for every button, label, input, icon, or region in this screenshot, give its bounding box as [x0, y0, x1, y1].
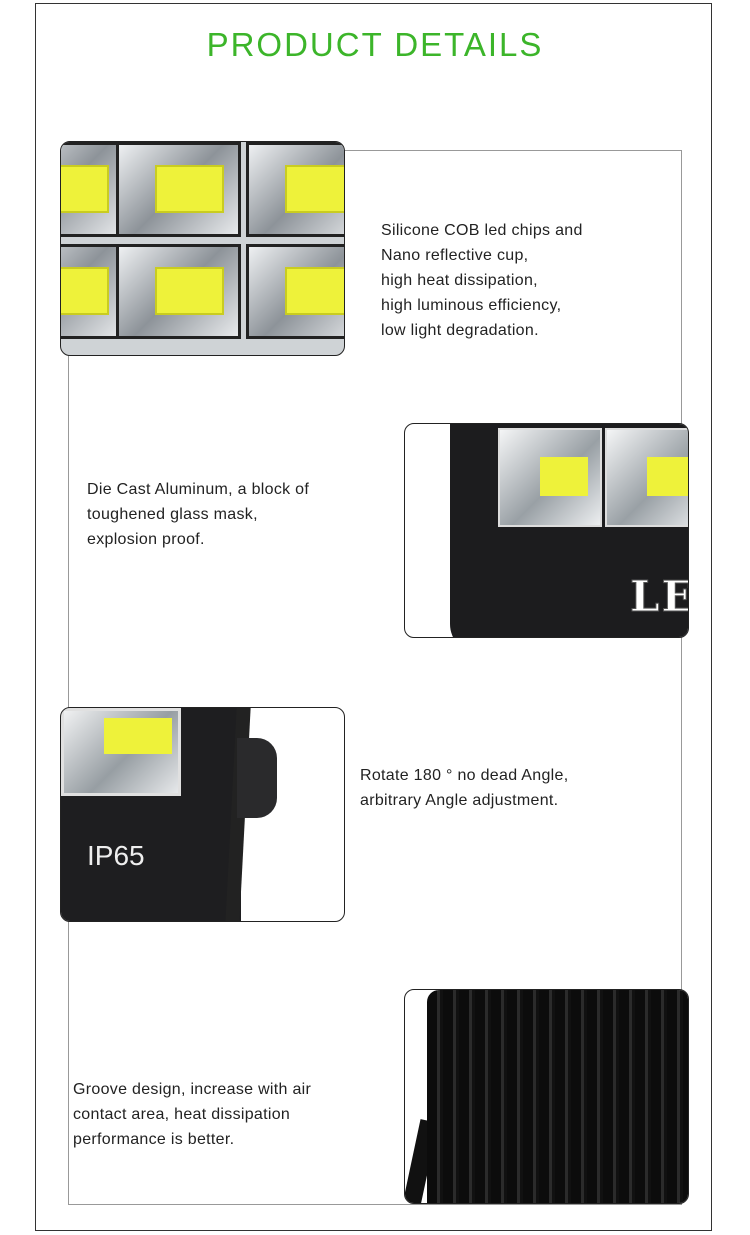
text-line: high heat dissipation, [381, 272, 538, 289]
text-line: Rotate 180 ° no dead Angle, [360, 767, 569, 784]
text-line: high luminous efficiency, [381, 297, 562, 314]
page-frame [35, 3, 712, 1231]
text-line: Groove design, increase with air [73, 1081, 312, 1098]
feature-text-groove: Groove design, increase with air contact… [73, 1077, 311, 1152]
led-print: LED [630, 572, 688, 622]
aluminum-housing-image: LED [404, 423, 689, 638]
feature-text-rotate: Rotate 180 ° no dead Angle, arbitrary An… [360, 763, 568, 813]
text-line: explosion proof. [87, 531, 205, 548]
text-line: arbitrary Angle adjustment. [360, 792, 559, 809]
ip65-print: IP65 [87, 840, 145, 871]
cob-led-chips-image [60, 141, 345, 356]
text-line: toughened glass mask, [87, 506, 258, 523]
heat-sink-fins-image [404, 989, 689, 1204]
feature-text-aluminum: Die Cast Aluminum, a block of toughened … [87, 477, 309, 552]
text-line: low light degradation. [381, 322, 539, 339]
page-title: PRODUCT DETAILS [206, 26, 544, 63]
text-line: contact area, heat dissipation [73, 1106, 291, 1123]
text-line: Die Cast Aluminum, a block of [87, 481, 310, 498]
text-line: performance is better. [73, 1131, 235, 1148]
rotating-bracket-image: IP65 [60, 707, 345, 922]
feature-text-chips: Silicone COB led chips and Nano reflecti… [381, 218, 583, 343]
text-line: Nano reflective cup, [381, 247, 529, 264]
inner-frame [68, 150, 682, 1205]
text-line: Silicone COB led chips and [381, 222, 583, 239]
